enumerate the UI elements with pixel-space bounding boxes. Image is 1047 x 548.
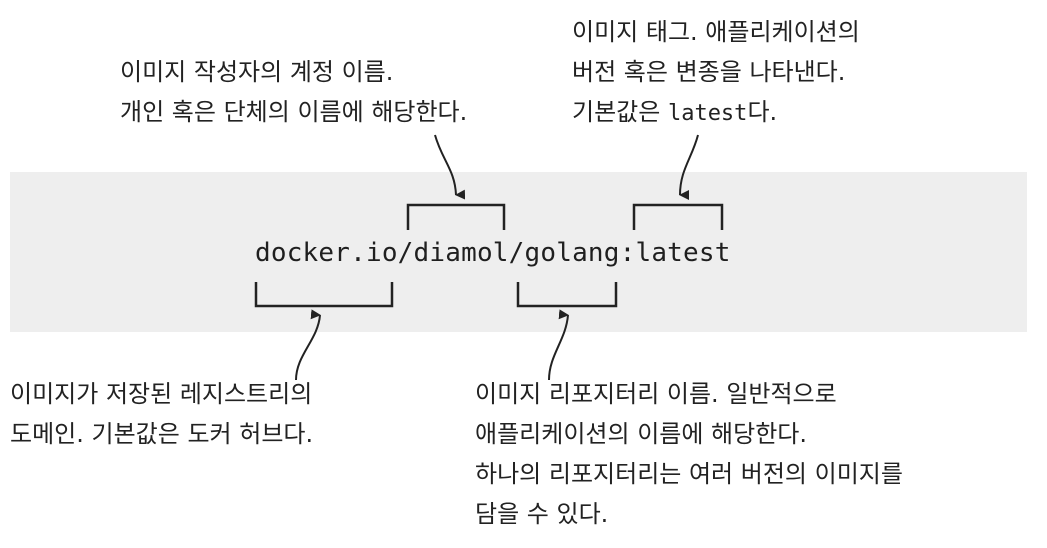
registry-callout-line-1: 이미지가 저장된 레지스트리의 (10, 380, 313, 408)
registry-arrow (295, 309, 321, 381)
repository-callout-line-2: 애플리케이션의 이름에 해당한다. (475, 420, 808, 448)
registry-bracket (254, 282, 394, 308)
repository-callout-line-1: 이미지 리포지터리 이름. 일반적으로 (475, 380, 837, 408)
account-bracket (406, 203, 506, 230)
repository-callout: 이미지 리포지터리 이름. 일반적으로 애플리케이션의 이름에 해당한다. 하나… (475, 374, 903, 534)
tag-callout-line-3: 기본값은 latest다. (572, 92, 860, 134)
tag-callout-line-2: 버전 혹은 변종을 나타낸다. (572, 58, 846, 86)
tag-callout: 이미지 태그. 애플리케이션의 버전 혹은 변종을 나타낸다. 기본값은 lat… (572, 12, 860, 134)
account-callout-line-2: 개인 혹은 단체의 이름에 해당한다. (120, 98, 468, 126)
tag-callout-line-1: 이미지 태그. 애플리케이션의 (572, 18, 860, 46)
tag-default-value: latest (667, 101, 748, 126)
tag-default-prefix: 기본값은 (572, 98, 668, 126)
tag-default-suffix: 다. (747, 98, 778, 126)
repository-callout-line-3: 하나의 리포지터리는 여러 버전의 이미지를 (475, 460, 903, 488)
account-arrow (434, 134, 466, 200)
registry-callout-line-2: 도메인. 기본값은 도커 허브다. (10, 420, 314, 448)
registry-callout: 이미지가 저장된 레지스트리의 도메인. 기본값은 도커 허브다. (10, 374, 313, 454)
repository-arrow (548, 309, 569, 381)
repository-callout-line-4: 담을 수 있다. (475, 500, 609, 528)
repository-bracket (516, 282, 618, 308)
tag-bracket (632, 203, 724, 230)
account-callout: 이미지 작성자의 계정 이름. 개인 혹은 단체의 이름에 해당한다. (120, 52, 467, 132)
account-callout-line-1: 이미지 작성자의 계정 이름. (120, 58, 394, 86)
tag-arrow (679, 134, 699, 201)
image-reference-text: docker.io/diamol/golang:latest (255, 238, 731, 268)
